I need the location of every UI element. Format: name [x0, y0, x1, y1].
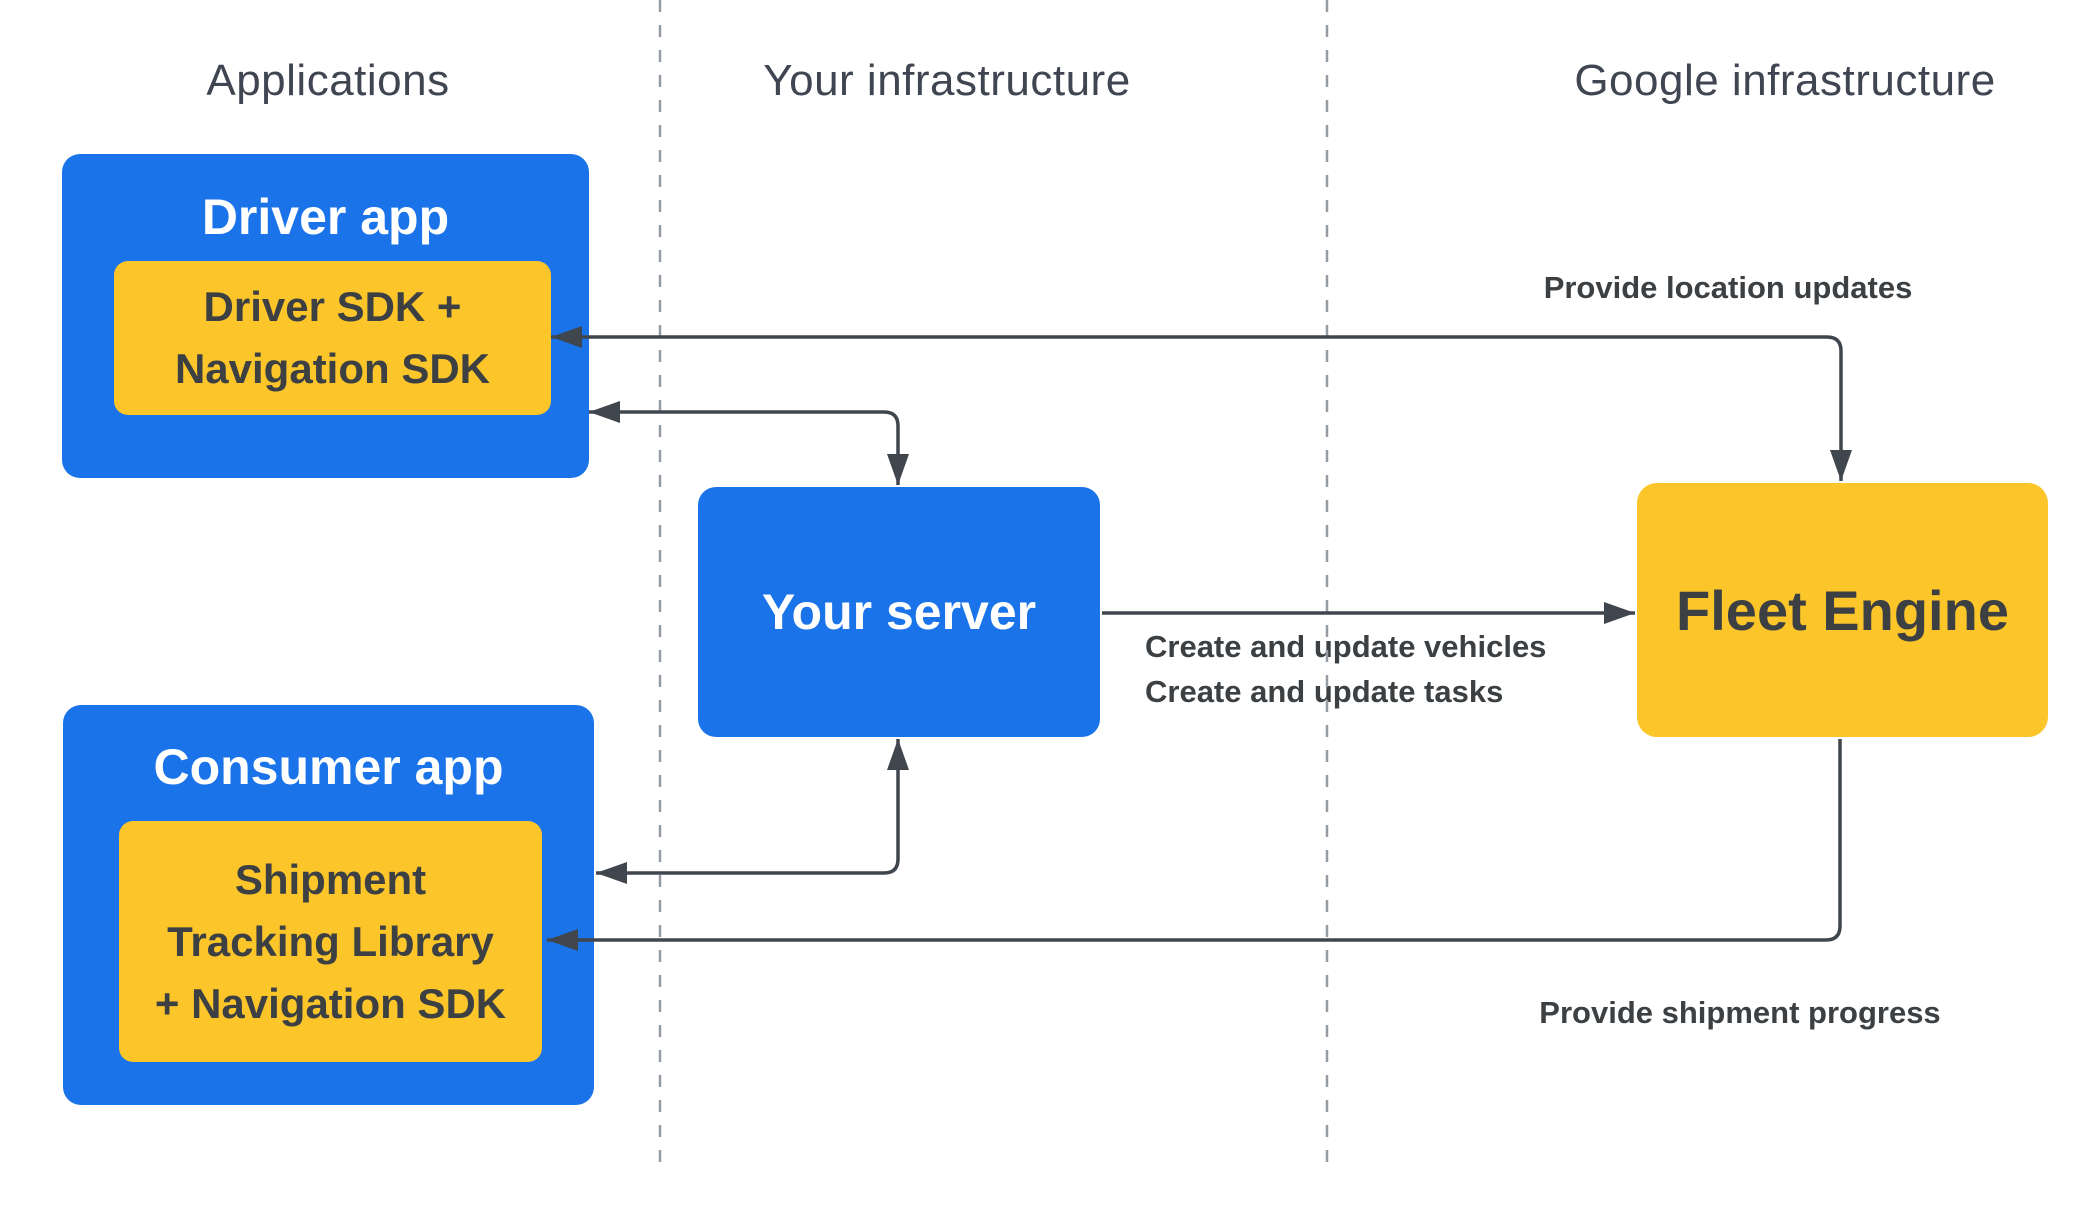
shipment-tracking-line-1: Shipment: [234, 855, 427, 903]
consumer-app-title: Consumer app: [153, 739, 504, 795]
column-header-google-infrastructure: Google infrastructure: [1574, 56, 1996, 105]
shipment-tracking-line-3: + Navigation SDK: [154, 979, 507, 1027]
column-header-applications: Applications: [206, 56, 450, 105]
label-create-update-vehicles: Create and update vehicles: [1145, 629, 1547, 664]
driver-sdk-box: Driver SDK + Navigation SDK: [114, 261, 551, 415]
driver-app-title: Driver app: [201, 189, 450, 245]
column-header-your-infrastructure: Your infrastructure: [763, 56, 1131, 105]
shipment-tracking-library-box: Shipment Tracking Library + Navigation S…: [119, 821, 542, 1062]
driver-sdk-line-1: Driver SDK +: [203, 283, 462, 330]
connector-server-consumer: [596, 739, 909, 884]
label-create-update: Create and update vehicles Create and up…: [1145, 624, 1546, 714]
label-provide-location-updates: Provide location updates: [1543, 270, 1913, 305]
driver-sdk-line-2: Navigation SDK: [174, 345, 491, 392]
fleet-engine-box: Fleet Engine: [1637, 483, 2048, 737]
shipment-tracking-line-2: Tracking Library: [167, 917, 494, 965]
your-server-title: Your server: [761, 584, 1037, 640]
fleet-engine-title: Fleet Engine: [1676, 578, 2009, 642]
connector-shipment-progress: [547, 739, 1842, 951]
connector-location-updates: [551, 326, 1852, 481]
label-create-update-tasks: Create and update tasks: [1145, 674, 1504, 709]
label-provide-shipment-progress: Provide shipment progress: [1539, 995, 1941, 1030]
connector-driver-server: [589, 401, 909, 485]
your-server-box: Your server: [698, 487, 1100, 737]
